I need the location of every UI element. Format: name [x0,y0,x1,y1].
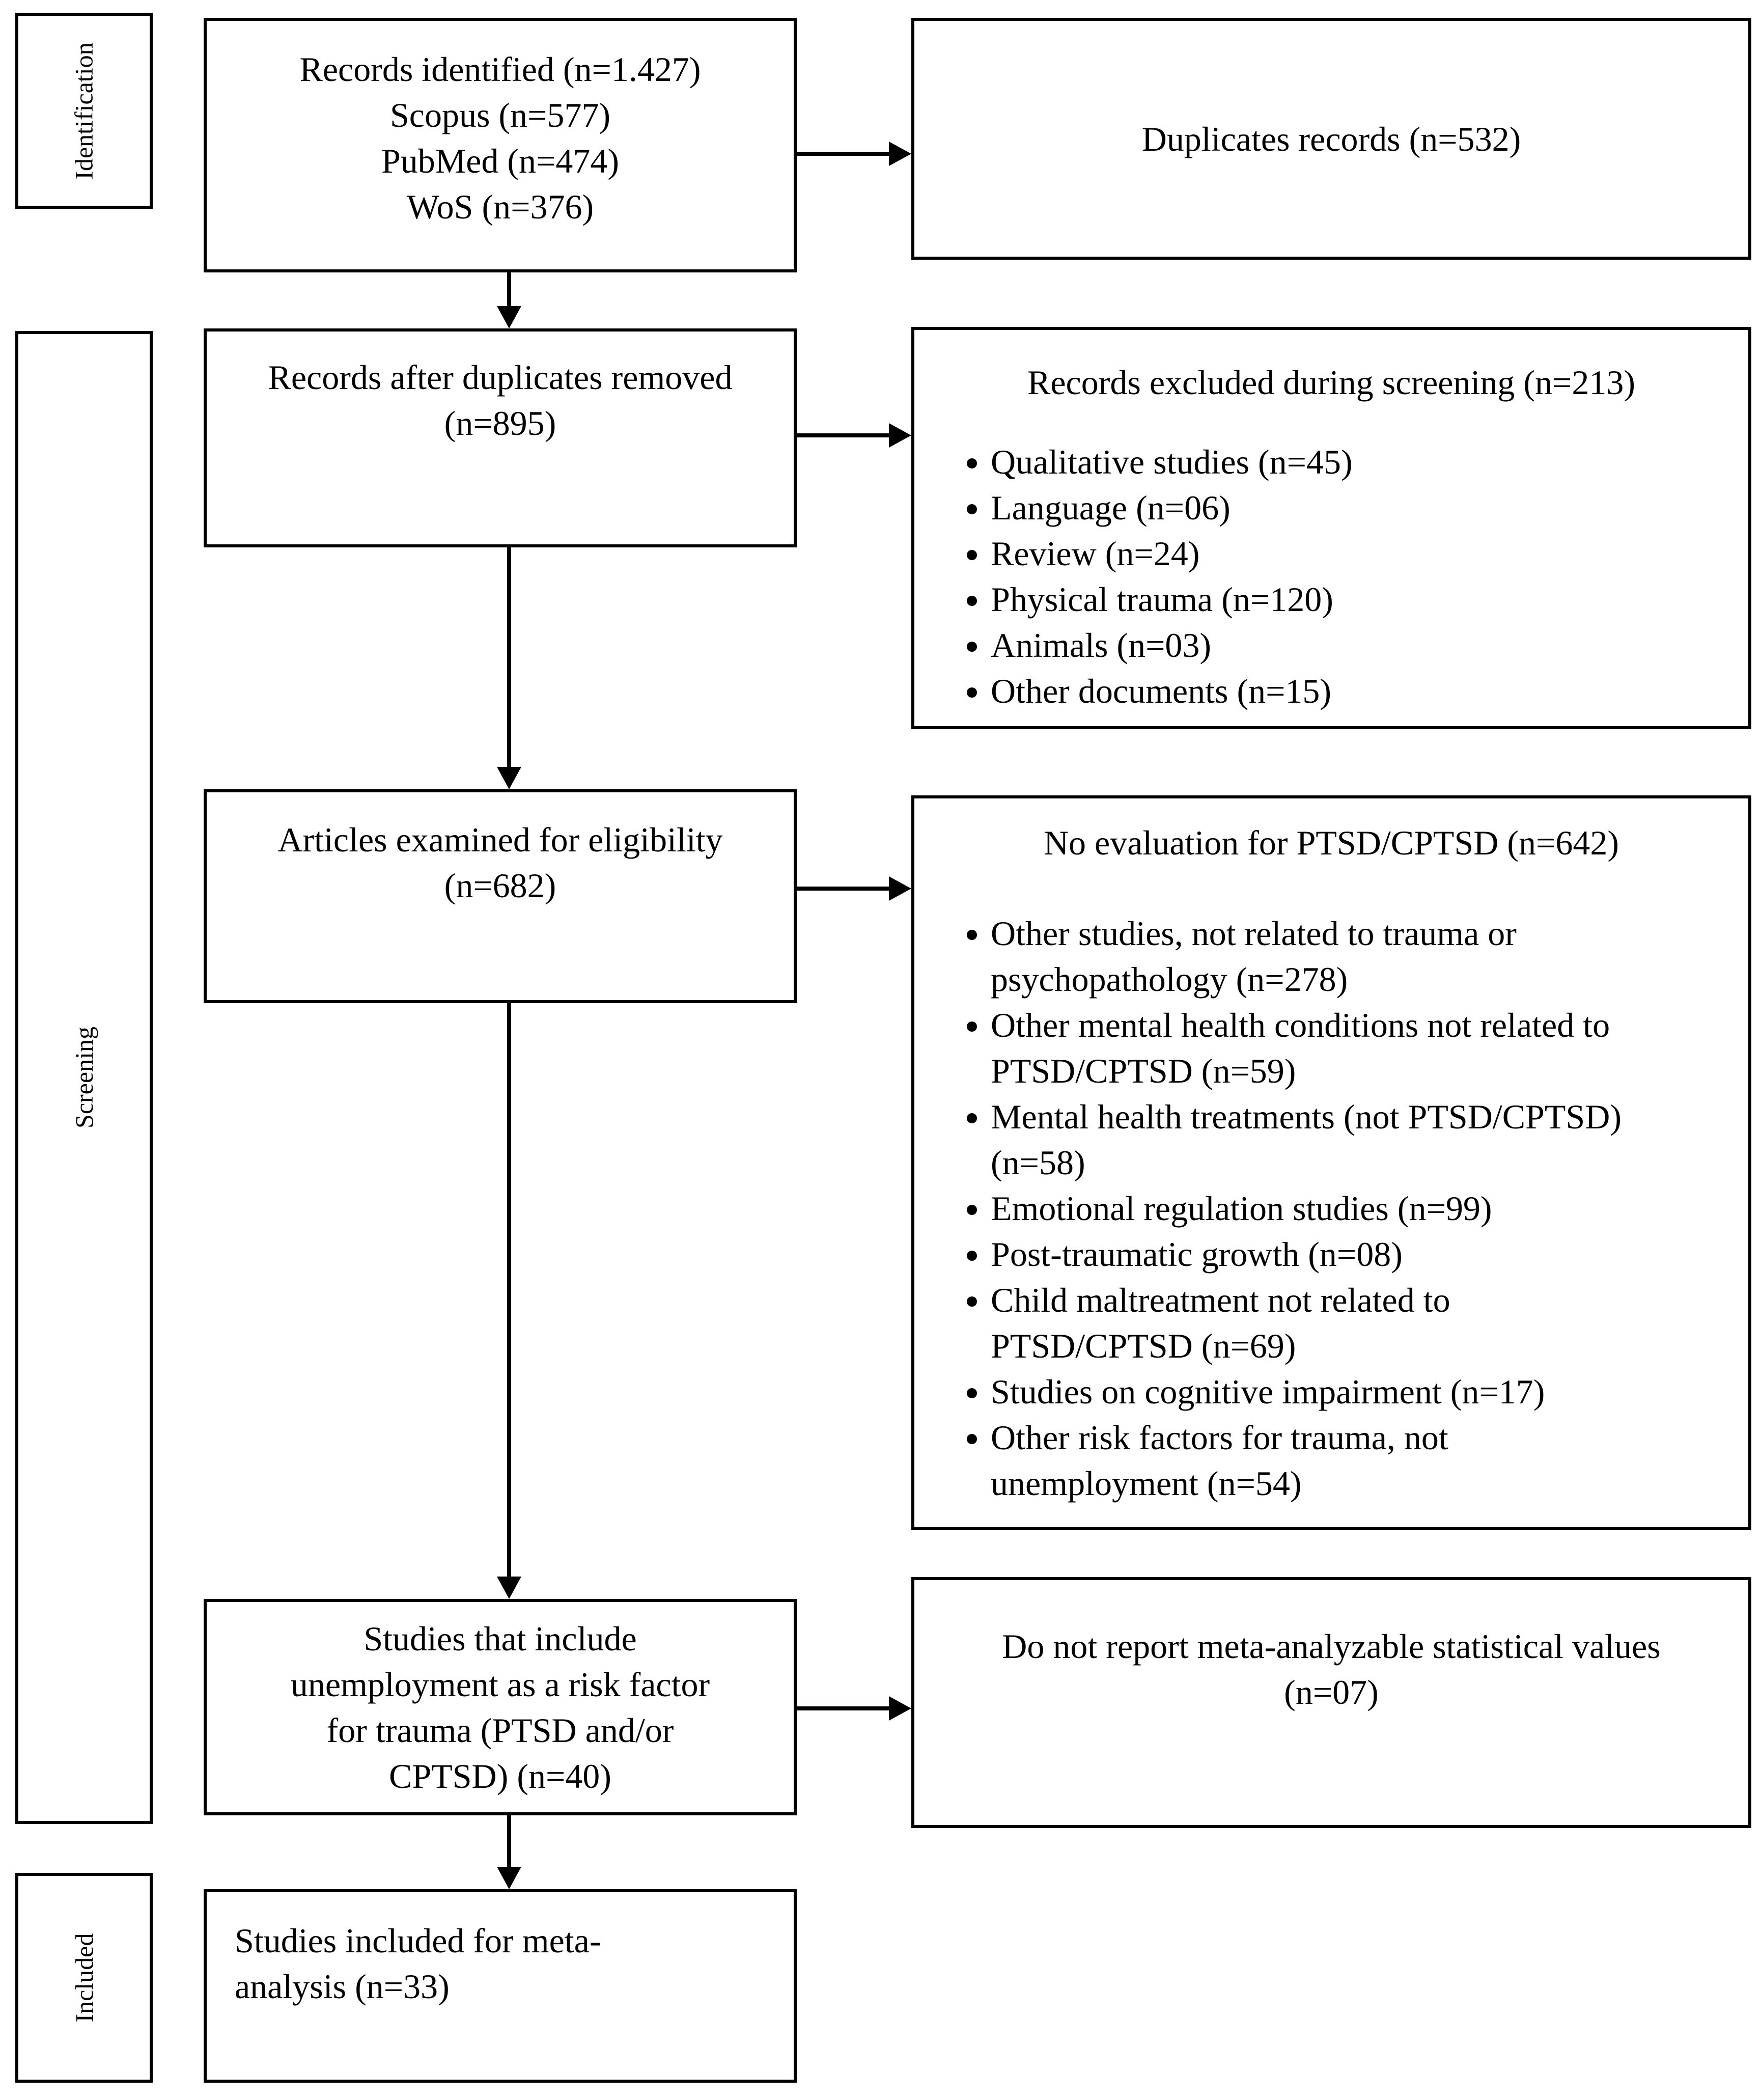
stage-label-included: Included [70,1933,98,2023]
arrow-right-shaft [797,152,890,156]
bullet-item: Physical trauma (n=120) [991,576,1738,622]
arrow-down-shaft [507,547,511,768]
arrow-down-shaft [507,1815,511,1868]
bullet-item: Other studies, not related to trauma or … [991,910,1738,1002]
stage-box-identification: Identification [15,13,153,209]
exclusion-title: Records excluded during screening (n=213… [1027,363,1635,402]
exclusion-title: No evaluation for PTSD/CPTSD (n=642) [1043,823,1619,862]
exclusion-bullet-list: Other studies, not related to trauma or … [914,910,1748,1506]
bullet-item: Qualitative studies (n=45) [991,439,1738,485]
flow-box-line: Scopus (n=577) [389,96,611,134]
exclusion-box-no-stats: Do not report meta-analyzable statistica… [911,1577,1751,1828]
flow-box-line: PubMed (n=474) [381,142,620,180]
flow-box-line: unemployment as a risk factor [290,1665,710,1704]
arrow-right-shaft [797,1706,890,1710]
flow-box-line: (n=682) [444,866,556,905]
arrowhead-right-icon [889,1696,911,1721]
bullet-item: Animals (n=03) [991,622,1738,668]
arrowhead-down-icon [497,1577,521,1599]
exclusion-box-screening-excluded: Records excluded during screening (n=213… [911,327,1751,729]
flow-box-unemployment-studies: Studies that include unemployment as a r… [204,1599,797,1815]
bullet-item: Review (n=24) [991,531,1738,576]
flow-box-line: Studies that include [364,1619,637,1658]
flow-box-line: for trauma (PTSD and/or [326,1710,674,1750]
arrowhead-right-icon [889,876,911,901]
exclusion-bullet-list: Qualitative studies (n=45) Language (n=0… [914,439,1748,714]
bullet-item: Language (n=06) [991,485,1738,531]
flow-box-line: analysis (n=33) [235,1967,450,2006]
flow-box-line: WoS (n=376) [406,187,594,226]
arrowhead-right-icon [889,423,911,448]
stage-box-included: Included [15,1873,153,2083]
arrow-right-shaft [797,887,890,891]
stage-label-identification: Identification [70,42,98,180]
flow-box-line: Records identified (n=1.427) [299,50,701,89]
stage-box-screening: Screening [15,331,153,1824]
flow-box-eligibility: Articles examined for eligibility (n=682… [204,789,797,1003]
arrowhead-down-icon [497,767,521,789]
exclusion-title: Duplicates records (n=532) [1141,119,1521,158]
stage-label-screening: Screening [70,1027,98,1128]
arrow-right-shaft [797,433,890,437]
exclusion-line: (n=07) [1284,1673,1379,1711]
arrow-down-shaft [507,1003,511,1578]
flow-box-line: Articles examined for eligibility [277,820,723,859]
bullet-item: Other documents (n=15) [991,668,1738,714]
bullet-item: Other risk factors for trauma, not unemp… [991,1415,1738,1506]
flow-box-records-identified: Records identified (n=1.427) Scopus (n=5… [204,18,797,272]
flow-box-line: (n=895) [444,404,556,443]
flow-box-after-duplicates: Records after duplicates removed (n=895) [204,328,797,547]
flow-box-meta-analysis: Studies included for meta- analysis (n=3… [204,1889,797,2083]
exclusion-box-duplicates: Duplicates records (n=532) [911,18,1751,260]
arrowhead-down-icon [497,306,521,328]
flow-box-line: Studies included for meta- [235,1921,601,1960]
arrowhead-right-icon [889,142,911,166]
bullet-item: Emotional regulation studies (n=99) [991,1185,1738,1231]
bullet-item: Other mental health conditions not relat… [991,1002,1738,1094]
flow-box-line: CPTSD) (n=40) [389,1756,611,1795]
exclusion-line: Do not report meta-analyzable statistica… [1002,1627,1661,1666]
bullet-item: Child maltreatment not related to PTSD/C… [991,1277,1738,1369]
exclusion-box-no-evaluation: No evaluation for PTSD/CPTSD (n=642) Oth… [911,795,1751,1530]
bullet-item: Mental health treatments (not PTSD/CPTSD… [991,1094,1738,1185]
arrowhead-down-icon [497,1867,521,1889]
arrow-down-shaft [507,272,511,307]
bullet-item: Studies on cognitive impairment (n=17) [991,1369,1738,1415]
flow-box-line: Records after duplicates removed [268,358,733,397]
bullet-item: Post-traumatic growth (n=08) [991,1231,1738,1277]
